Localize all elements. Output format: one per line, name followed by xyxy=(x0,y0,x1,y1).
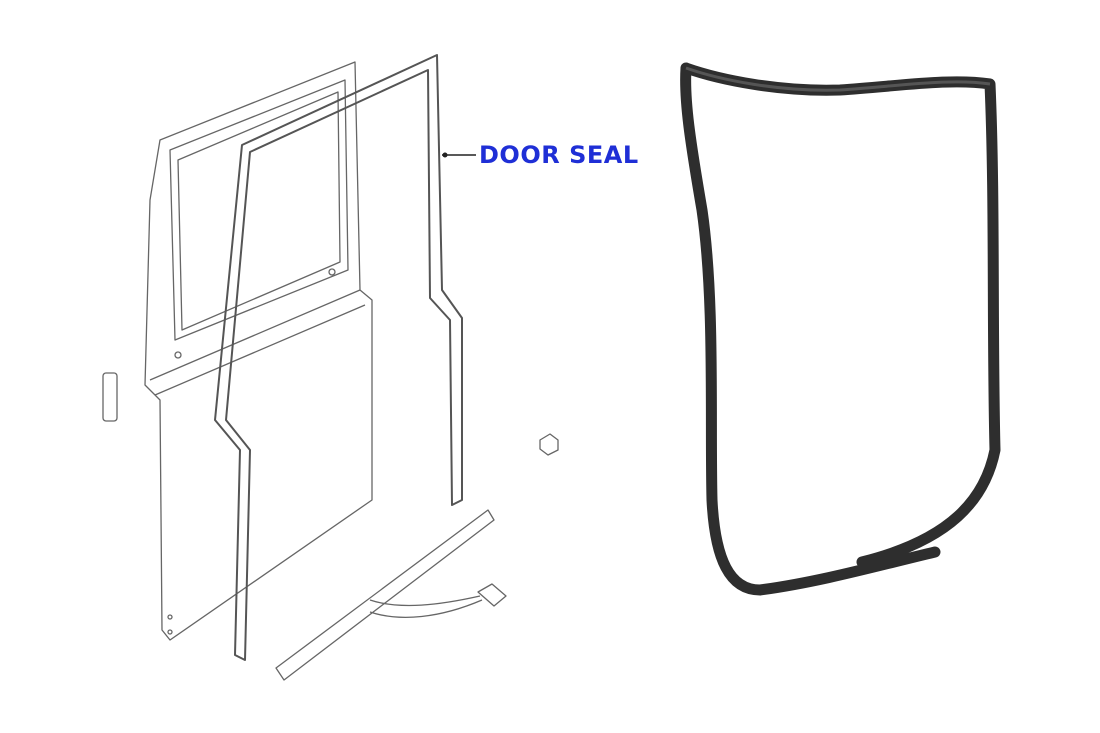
door-window xyxy=(169,79,349,341)
bottom-strip xyxy=(275,509,495,681)
clip-part xyxy=(102,372,118,422)
door-seal-label: DOOR SEAL xyxy=(479,141,639,169)
nut-part xyxy=(539,433,559,456)
rubber-seal-photo xyxy=(680,62,1001,596)
pin-part xyxy=(369,583,507,619)
door-panel xyxy=(144,61,373,641)
seal-frame-drawing xyxy=(214,54,463,661)
